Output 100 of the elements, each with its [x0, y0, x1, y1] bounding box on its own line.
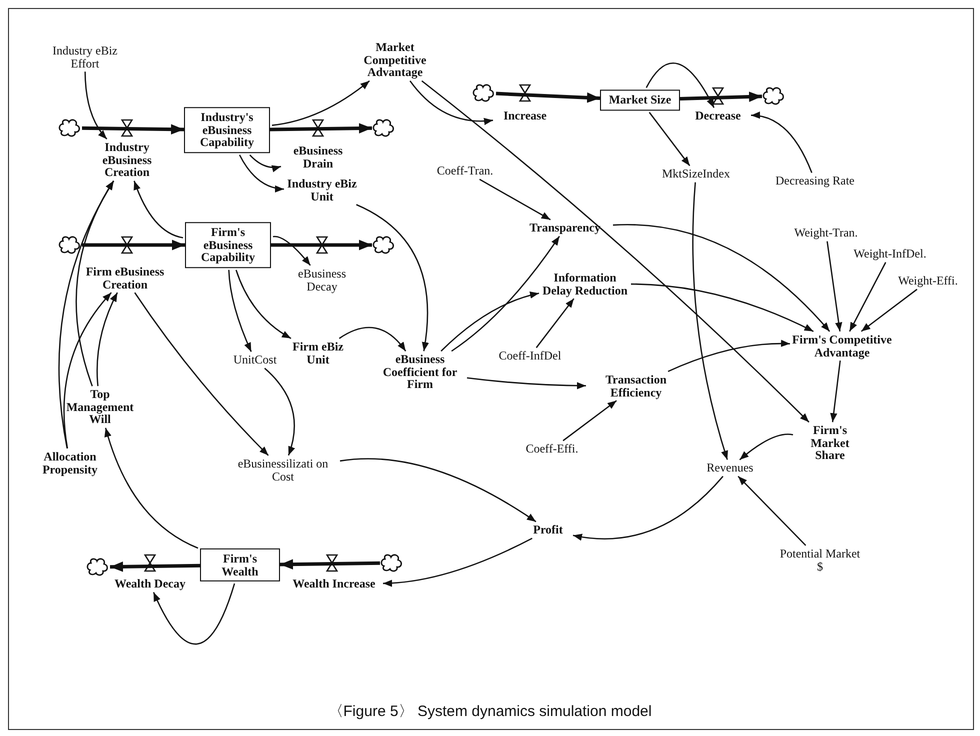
arrow: [235, 270, 292, 339]
variable-label: eBusiness Coefficient for Firm: [375, 353, 465, 391]
rate-label: eBusiness Drain: [283, 144, 353, 170]
variable-label: eBusinessilizati on Cost: [228, 457, 338, 483]
arrow: [648, 112, 690, 166]
cloud-icon: [86, 557, 110, 577]
variable-label: Firm's Market Share: [795, 424, 865, 462]
variable-label: Top Management Will: [58, 388, 142, 426]
arrow: [826, 241, 842, 332]
variable-label: Firm's Competitive Advantage: [792, 333, 892, 359]
flow-pipe: [280, 559, 380, 570]
flow-pipe: [110, 561, 200, 572]
arrow: [76, 180, 114, 386]
arrow: [96, 292, 118, 386]
variable-label: Industry eBiz Unit: [286, 177, 358, 203]
arrow: [562, 400, 617, 442]
cloud-icon: [58, 118, 82, 138]
variable-label: Market Competitive Advantage: [345, 41, 445, 79]
stock-label: Firm's Wealth: [220, 552, 260, 578]
variable-label: Decreasing Rate: [775, 174, 855, 188]
variable-label: Allocation Propensity: [28, 450, 112, 476]
arrow: [440, 292, 540, 352]
stock-label: Industry's eBusiness Capability: [198, 111, 255, 149]
arrow: [104, 428, 198, 549]
arrow: [451, 236, 560, 352]
arrow: [750, 112, 812, 173]
arrow: [238, 154, 284, 192]
arrow: [340, 458, 536, 522]
arrow: [338, 326, 406, 352]
stock-box: [600, 90, 680, 110]
variable-label: MktSizeIndex: [648, 168, 744, 180]
arrow: [249, 154, 282, 172]
stock-box: [184, 107, 270, 153]
arrow: [421, 80, 810, 423]
flow-pipe: [271, 240, 372, 250]
arrow: [830, 360, 841, 422]
arrow: [646, 62, 715, 108]
variable-label: Coeff-Tran.: [425, 164, 505, 178]
arrow: [134, 292, 269, 456]
variable-label: Profit: [525, 524, 571, 536]
variable-label: Firm eBiz Unit: [287, 340, 349, 366]
arrow: [692, 182, 728, 460]
variable-label: Information Delay Reduction: [541, 271, 629, 297]
variable-label: Transaction Efficiency: [588, 373, 684, 399]
arrow: [134, 180, 184, 238]
arrow: [849, 262, 886, 332]
arrow: [410, 80, 494, 125]
variable-label: Transparency: [519, 222, 611, 234]
stock-label: Market Size: [608, 94, 672, 106]
rate-label: Decrease: [687, 110, 749, 122]
arrow: [272, 236, 311, 266]
arrow: [152, 583, 236, 645]
arrow: [668, 340, 790, 372]
arrow: [272, 80, 370, 126]
rate-label: Wealth Increase: [287, 578, 381, 590]
cloud-icon: [762, 86, 786, 106]
arrow: [84, 72, 108, 140]
cloud-icon: [372, 118, 396, 138]
arrow: [382, 538, 532, 587]
flow-pipe: [496, 92, 600, 103]
arrow: [739, 434, 794, 460]
variable-label: Industry eBiz Effort: [40, 44, 130, 70]
rate-label: Firm eBusiness Creation: [83, 265, 167, 291]
flow-pipe: [82, 240, 185, 250]
rate-label: Wealth Decay: [107, 578, 193, 590]
cloud-icon: [58, 235, 82, 255]
arrow: [466, 377, 586, 390]
variable-label: UnitCost: [224, 354, 286, 366]
variable-label: Potential Market $: [778, 547, 862, 573]
flow-pipe: [680, 92, 762, 102]
arrow: [860, 288, 918, 332]
arrow: [63, 292, 112, 448]
arrow: [536, 298, 574, 348]
stock-box: [185, 222, 271, 268]
arrow: [479, 178, 551, 220]
arrow: [738, 476, 806, 546]
arrow: [356, 204, 429, 352]
arrow: [572, 476, 724, 540]
variable-label: Coeff-InfDel: [490, 350, 570, 362]
variable-label: Weight-Tran.: [783, 226, 869, 240]
figure-caption: 〈Figure 5〉 System dynamics simulation model: [327, 702, 653, 721]
cloud-icon: [372, 235, 396, 255]
arrow: [228, 270, 252, 352]
arrow: [58, 180, 114, 449]
flow-pipe: [82, 124, 184, 134]
variable-label: Revenues: [695, 462, 765, 474]
rate-label: eBusiness Decay: [287, 267, 357, 293]
cloud-icon: [472, 83, 496, 103]
variable-label: Weight-Effi.: [891, 274, 965, 288]
flow-pipe: [270, 123, 372, 134]
arrow: [630, 283, 814, 332]
cloud-icon: [380, 553, 404, 573]
stock-box: [200, 548, 280, 582]
rate-label: Industry eBusiness Creation: [85, 141, 169, 179]
rate-label: Increase: [495, 110, 555, 122]
stock-label: Firm's eBusiness Capability: [200, 226, 256, 264]
arrow: [612, 224, 830, 332]
arrow: [264, 368, 295, 456]
variable-label: Weight-InfDel.: [845, 248, 935, 260]
variable-label: Coeff-Effi.: [516, 442, 588, 456]
